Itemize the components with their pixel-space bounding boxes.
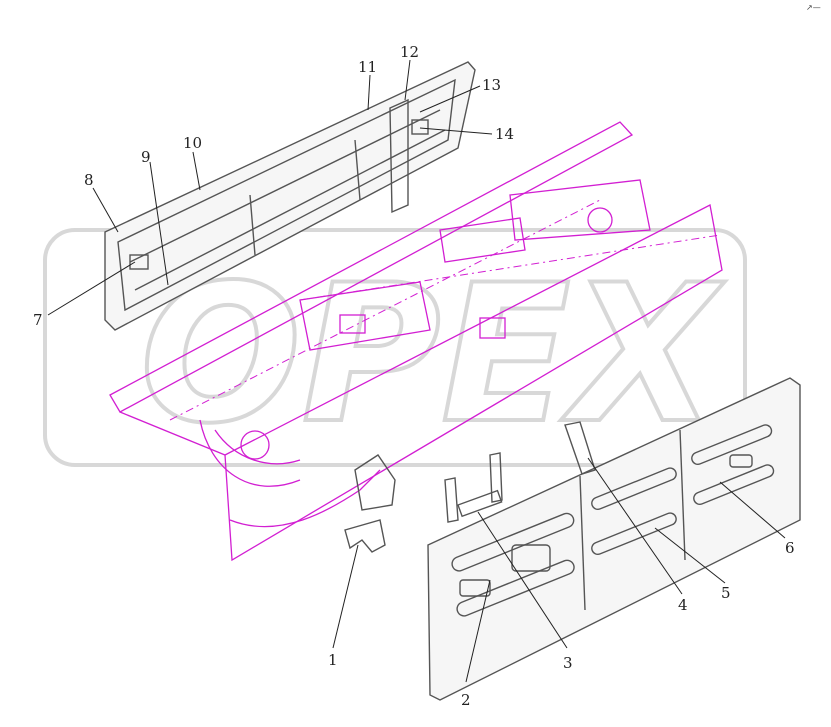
mounting-brackets (344, 421, 596, 553)
right-panel-seam-1 (579, 475, 586, 611)
bracket-3a (444, 477, 459, 523)
callout-8: 8 (84, 171, 94, 189)
callout-11: 11 (358, 58, 377, 76)
callout-3: 3 (563, 654, 573, 672)
watermark: OPEX (43, 228, 747, 467)
frame-centerline (299, 234, 721, 301)
callout-13: 13 (482, 76, 501, 94)
callout-14: 14 (495, 125, 514, 143)
leader-9 (149, 161, 169, 286)
callout-5: 5 (721, 584, 731, 602)
callout-10: 10 (183, 134, 202, 152)
frame-centerline-2 (169, 199, 601, 421)
leader-8 (92, 187, 119, 233)
callout-1: 1 (328, 651, 338, 669)
leader-2 (465, 579, 491, 683)
right-panel-slot-5 (691, 424, 773, 466)
right-panel-window (511, 544, 551, 572)
leader-10 (192, 151, 201, 191)
right-panel-slot-1 (451, 512, 575, 572)
callout-6: 6 (785, 539, 795, 557)
leader-14 (419, 127, 493, 135)
left-panel-bracket-12 (389, 98, 409, 214)
left-side-panel (104, 61, 476, 331)
right-panel-slot-6 (693, 464, 775, 506)
bracket-1 (344, 519, 386, 553)
callout-7: 7 (33, 311, 43, 329)
callout-2: 2 (461, 691, 471, 709)
right-panel-seam-2 (679, 429, 686, 561)
leader-6 (719, 481, 786, 539)
right-panel-handle (459, 579, 491, 597)
chassis-frame (109, 121, 723, 562)
callout-12: 12 (400, 43, 419, 61)
leader-1 (332, 544, 359, 649)
frame-hole-2 (240, 430, 270, 460)
leader-11 (367, 74, 371, 111)
frame-top-rail-left (109, 121, 634, 413)
frame-end-link (119, 411, 226, 456)
right-side-panel (427, 377, 801, 701)
bracket-3b (489, 452, 503, 503)
callout-9: 9 (141, 148, 151, 166)
watermark-frame (43, 228, 747, 467)
bracket-4 (564, 421, 596, 475)
frame-crossmember-1 (299, 281, 431, 351)
bracket-upper-1 (354, 454, 396, 511)
leader-12 (404, 59, 411, 101)
frame-crossmember-3 (509, 179, 651, 241)
frame-bracket-curve (199, 419, 301, 487)
leader-lines (47, 59, 786, 683)
right-panel-body (427, 377, 801, 701)
frame-plate-2 (339, 314, 366, 334)
left-panel-body (104, 61, 476, 331)
left-panel-clamp-7 (129, 254, 149, 270)
leader-13 (419, 85, 481, 113)
left-panel-divider-2 (354, 139, 361, 201)
right-panel-handle-2 (729, 454, 753, 468)
left-panel-divider-1 (249, 194, 256, 256)
left-panel-inner (117, 78, 456, 312)
watermark-text: OPEX (140, 244, 726, 465)
corner-mark: ↗— (806, 3, 821, 12)
left-panel-clamp-14 (411, 119, 429, 135)
callout-labels: 1 2 3 4 5 6 7 8 9 10 11 12 13 14 (33, 43, 795, 709)
leader-3 (477, 511, 568, 649)
callout-4: 4 (678, 596, 688, 614)
leader-7 (47, 261, 136, 316)
right-panel-slot-2 (456, 559, 575, 617)
left-panel-rail-lower (134, 129, 446, 291)
left-panel-rail-upper (129, 109, 441, 263)
frame-crossmember-2 (439, 217, 526, 263)
frame-plate (479, 317, 506, 339)
frame-lower-bracket (229, 469, 381, 528)
right-panel-slot-4 (591, 512, 677, 556)
frame-hole-1 (587, 207, 613, 233)
frame-rail-right (224, 204, 723, 562)
right-panel-slot-3 (591, 467, 677, 511)
bracket-3-plate (457, 489, 503, 518)
leader-5 (654, 527, 726, 584)
leader-4 (587, 457, 683, 595)
